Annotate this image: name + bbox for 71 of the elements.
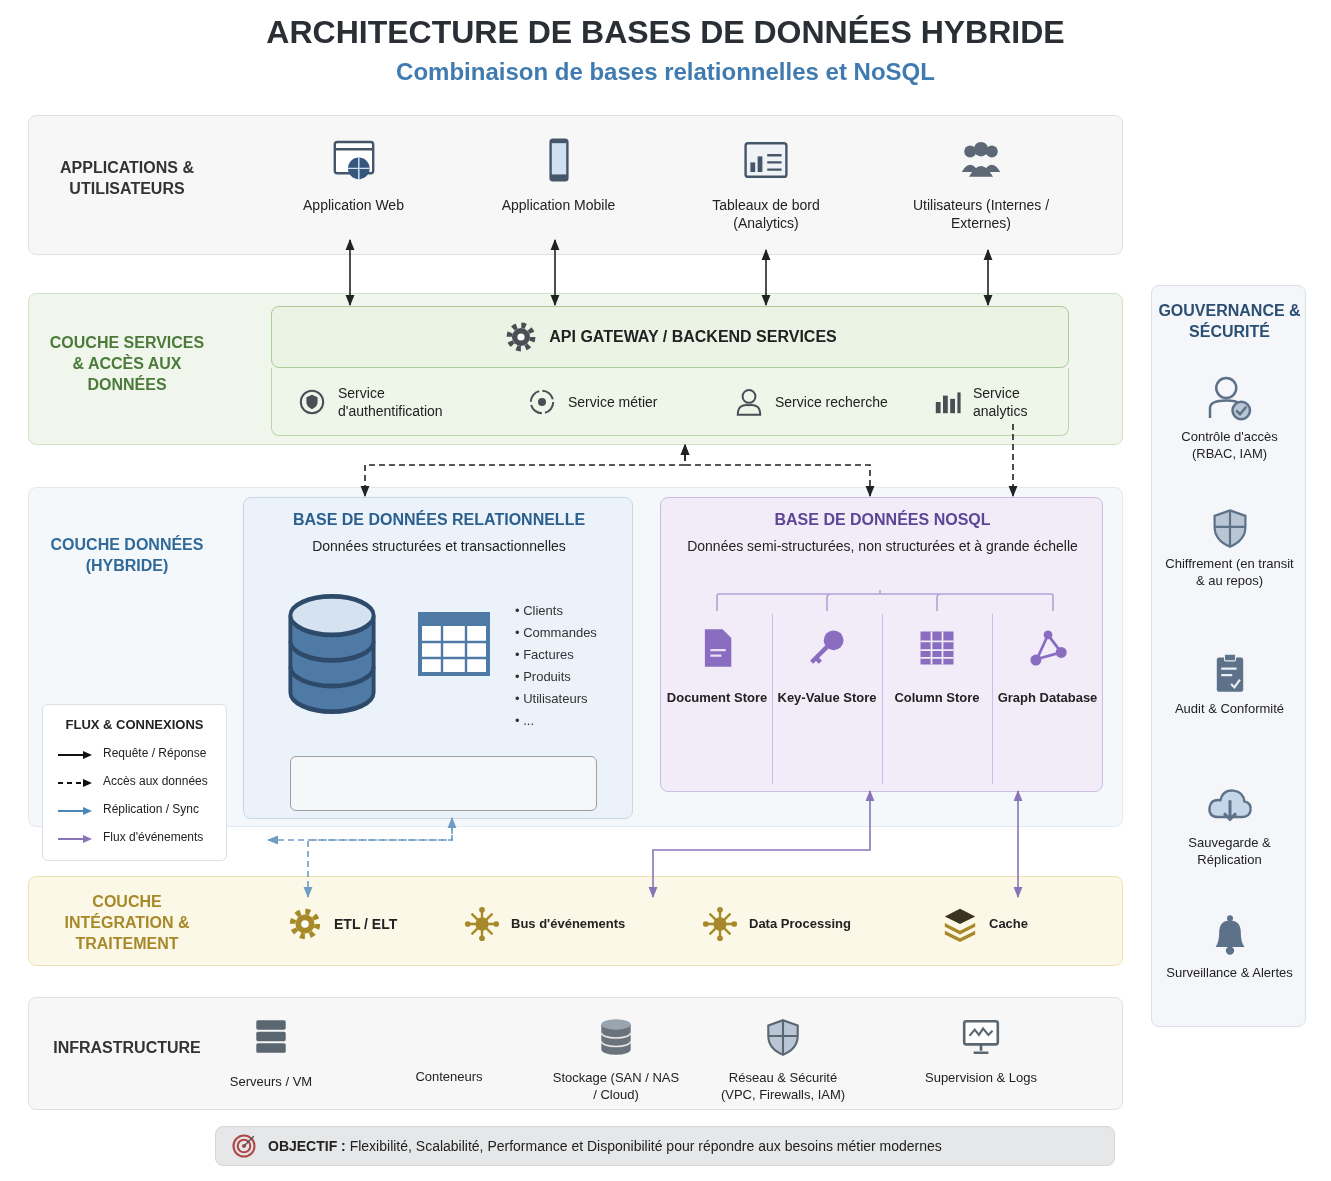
node-label: Data Processing <box>749 915 851 933</box>
node-label: Réseau & Sécurité (VPC, Firewalls, IAM) <box>719 1070 847 1104</box>
node-label: Bus d'événements <box>511 915 626 933</box>
list-item: • ... <box>515 712 535 730</box>
node-label: Serveurs / VM <box>229 1074 313 1091</box>
node-label: API GATEWAY / BACKEND SERVICES <box>549 326 837 347</box>
legend-title: FLUX & CONNEXIONS <box>64 717 205 732</box>
database-panel <box>660 497 1103 792</box>
arrow <box>1013 789 1023 899</box>
layer-panel <box>28 487 1123 827</box>
node-label: ETL / ELT <box>334 914 398 934</box>
subtitle: Combinaison de bases relationnelles et NoSQL <box>395 58 936 86</box>
node-label: Service recherche <box>775 392 888 412</box>
layer-panel <box>1151 285 1306 1027</box>
arrow <box>345 238 355 307</box>
arrow <box>550 238 560 307</box>
layer-panel <box>28 997 1123 1110</box>
gateway-bar <box>271 306 1069 368</box>
node-label: Surveillance & Alertes <box>1166 965 1293 982</box>
panel-subtitle: Données structurées et transactionnelles <box>311 536 567 555</box>
layer-title: APPLICATIONS & UTILISATEURS <box>59 158 195 199</box>
panel-title: BASE DE DONNÉES RELATIONNELLE <box>291 510 587 530</box>
node-label: Audit & Conformité <box>1174 701 1285 718</box>
legend-label: Réplication / Sync <box>103 802 200 816</box>
node-label: Graph Database <box>997 690 1098 707</box>
node-label: Application Web <box>303 196 404 215</box>
objective-text: OBJECTIF : Flexibilité, Scalabilité, Performance et Disponibilité pour répondre aux besoins métier modernes <box>268 1136 942 1156</box>
dashed-arrow <box>266 817 453 845</box>
layer-title: INFRASTRUCTURE <box>52 1038 202 1058</box>
layer-panel <box>28 876 1123 966</box>
node-label: Chiffrement (en transit & au repos) <box>1164 556 1295 590</box>
node-label: Document Store <box>666 690 768 707</box>
title: ARCHITECTURE DE BASES DE DONNÉES HYBRIDE <box>265 14 1066 51</box>
legend-label: Requête / Réponse <box>103 746 207 760</box>
node-label: Key-Value Store <box>777 690 877 707</box>
node-label: Service métier <box>568 392 658 412</box>
dashed-arrow <box>1008 423 1018 498</box>
node-label: Utilisateurs (Internes / Externes) <box>911 196 1051 233</box>
list-item: • Clients <box>515 602 564 620</box>
layer-title: GOUVERNANCE & SÉCURITÉ <box>1157 301 1302 342</box>
node-label: Column Store <box>894 690 980 707</box>
panel-title: BASE DE DONNÉES NOSQL <box>773 510 992 530</box>
database-panel <box>243 497 633 819</box>
node-label: Application Mobile <box>501 196 616 215</box>
arrow <box>761 248 771 307</box>
node-label: Stockage (SAN / NAS / Cloud) <box>551 1070 681 1104</box>
node-label: Supervision & Logs <box>925 1070 1037 1087</box>
node-label: Service d'authentification <box>338 383 444 421</box>
panel-subtitle: Données semi-structurées, non structurées et à grande échelle <box>686 536 1079 555</box>
list-item: • Factures <box>515 646 575 664</box>
arrow <box>983 248 993 307</box>
list-item: • Commandes <box>515 624 598 642</box>
layer-title: COUCHE INTÉGRATION & TRAITEMENT <box>63 892 191 954</box>
legend-label: Accès aux données <box>103 774 208 788</box>
arrow <box>648 789 875 899</box>
example-box <box>290 756 597 811</box>
layer-title: COUCHE SERVICES & ACCÈS AUX DONNÉES <box>48 333 206 395</box>
layer-panel <box>28 115 1123 255</box>
list-item: • Utilisateurs <box>515 690 589 708</box>
layer-panel <box>28 293 1123 445</box>
layer-title: COUCHE DONNÉES (HYBRIDE) <box>49 535 205 576</box>
node-label: Sauvegarde & Réplication <box>1187 835 1272 869</box>
list-item: • Produits <box>515 668 572 686</box>
node-label: Cache <box>989 915 1029 933</box>
legend-label: Flux d'événements <box>103 830 204 844</box>
objective-bar <box>215 1126 1115 1166</box>
node-label: Conteneurs <box>415 1069 483 1086</box>
node-label: Contrôle d'accès (RBAC, IAM) <box>1180 429 1279 463</box>
node-label: Service analytics <box>973 383 1029 421</box>
dashed-arrow <box>680 443 875 498</box>
node-label: Tableaux de bord (Analytics) <box>711 196 821 233</box>
